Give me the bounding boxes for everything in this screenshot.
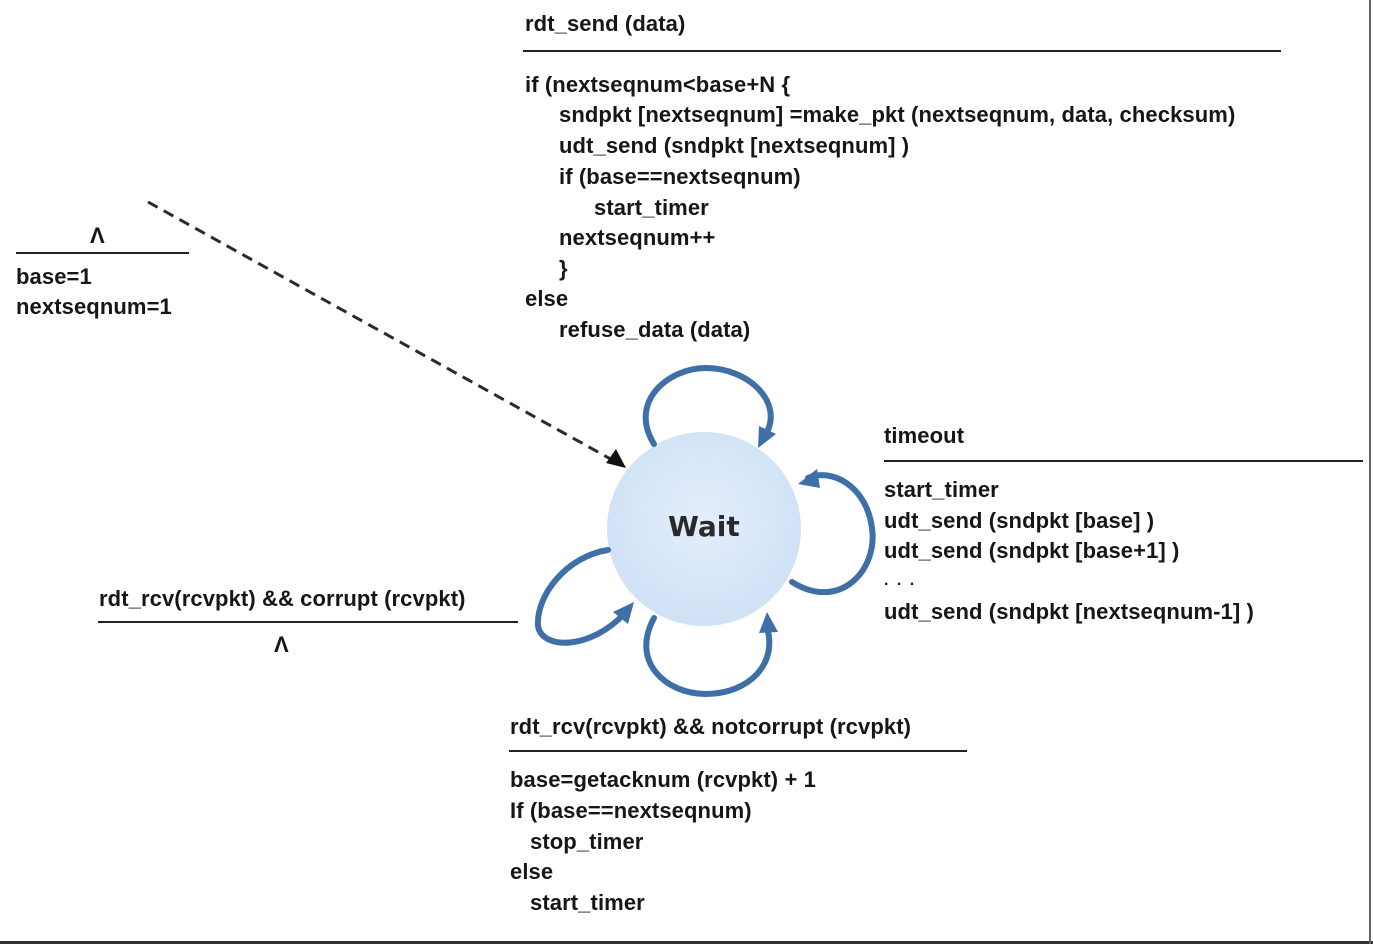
rdt-send-action-line: udt_send (sndpkt [nextseqnum] ) bbox=[559, 133, 910, 158]
self-loop-notcorrupt bbox=[643, 615, 773, 698]
corrupt-event-label: rdt_rcv(rcvpkt) && corrupt (rcvpkt) bbox=[99, 586, 466, 611]
rdt-send-event-label: rdt_send (data) bbox=[525, 11, 686, 36]
self-loop-rdt-send bbox=[642, 364, 774, 447]
notcorrupt-action-line: start_timer bbox=[530, 890, 645, 915]
notcorrupt-transition-rule bbox=[509, 750, 967, 752]
rdt-send-action-line: sndpkt [nextseqnum] =make_pkt (nextseqnu… bbox=[559, 102, 1236, 127]
rdt-send-action-line: nextseqnum++ bbox=[559, 225, 716, 250]
self-loop-rdt-send-arrowhead-icon bbox=[758, 426, 776, 448]
bottom-border bbox=[0, 941, 1373, 944]
notcorrupt-action-line: If (base==nextseqnum) bbox=[510, 798, 752, 823]
rdt-send-action-line: start_timer bbox=[594, 195, 709, 220]
wait-state-circle bbox=[607, 432, 801, 626]
timeout-transition-rule bbox=[884, 460, 1363, 462]
init-action-base: base=1 bbox=[16, 264, 92, 289]
wait-state-label: Wait bbox=[668, 510, 740, 543]
timeout-action-line: udt_send (sndpkt [nextseqnum-1] ) bbox=[884, 599, 1254, 624]
rdt-send-action-line: if (nextseqnum<base+N { bbox=[525, 72, 791, 97]
init-action-nextseqnum: nextseqnum=1 bbox=[16, 294, 172, 319]
self-loop-timeout bbox=[789, 472, 876, 596]
self-loop-corrupt bbox=[534, 547, 627, 646]
notcorrupt-action-line: base=getacknum (rcvpkt) + 1 bbox=[510, 767, 816, 792]
corrupt-transition-rule bbox=[98, 621, 518, 623]
notcorrupt-event-label: rdt_rcv(rcvpkt) && notcorrupt (rcvpkt) bbox=[510, 714, 912, 739]
timeout-action-line: udt_send (sndpkt [base+1] ) bbox=[884, 538, 1180, 563]
init-event-label: Λ bbox=[90, 223, 105, 248]
corrupt-action-lambda: Λ bbox=[274, 632, 289, 657]
timeout-event-label: timeout bbox=[884, 423, 965, 448]
notcorrupt-action-line: else bbox=[510, 859, 554, 884]
notcorrupt-action-line: stop_timer bbox=[530, 829, 644, 854]
self-loop-notcorrupt-arrowhead-icon bbox=[759, 612, 778, 633]
right-border bbox=[1369, 0, 1371, 944]
rdt-send-action-line: refuse_data (data) bbox=[559, 317, 751, 342]
initial-transition-arrow bbox=[147, 200, 617, 464]
init-transition-rule bbox=[16, 252, 189, 254]
rdt-send-action-line: if (base==nextseqnum) bbox=[559, 164, 801, 189]
initial-arrowhead-icon bbox=[606, 449, 626, 468]
timeout-action-ellipsis: . . . bbox=[884, 572, 917, 589]
self-loop-timeout-arrowhead-icon bbox=[798, 469, 820, 488]
timeout-action-line: start_timer bbox=[884, 477, 999, 502]
timeout-action-line: udt_send (sndpkt [base] ) bbox=[884, 508, 1155, 533]
self-loop-corrupt-arrowhead-icon bbox=[613, 602, 634, 624]
rdt-send-action-line: } bbox=[559, 256, 568, 281]
rdt-send-transition-rule bbox=[523, 50, 1281, 52]
rdt-send-action-line: else bbox=[525, 286, 569, 311]
